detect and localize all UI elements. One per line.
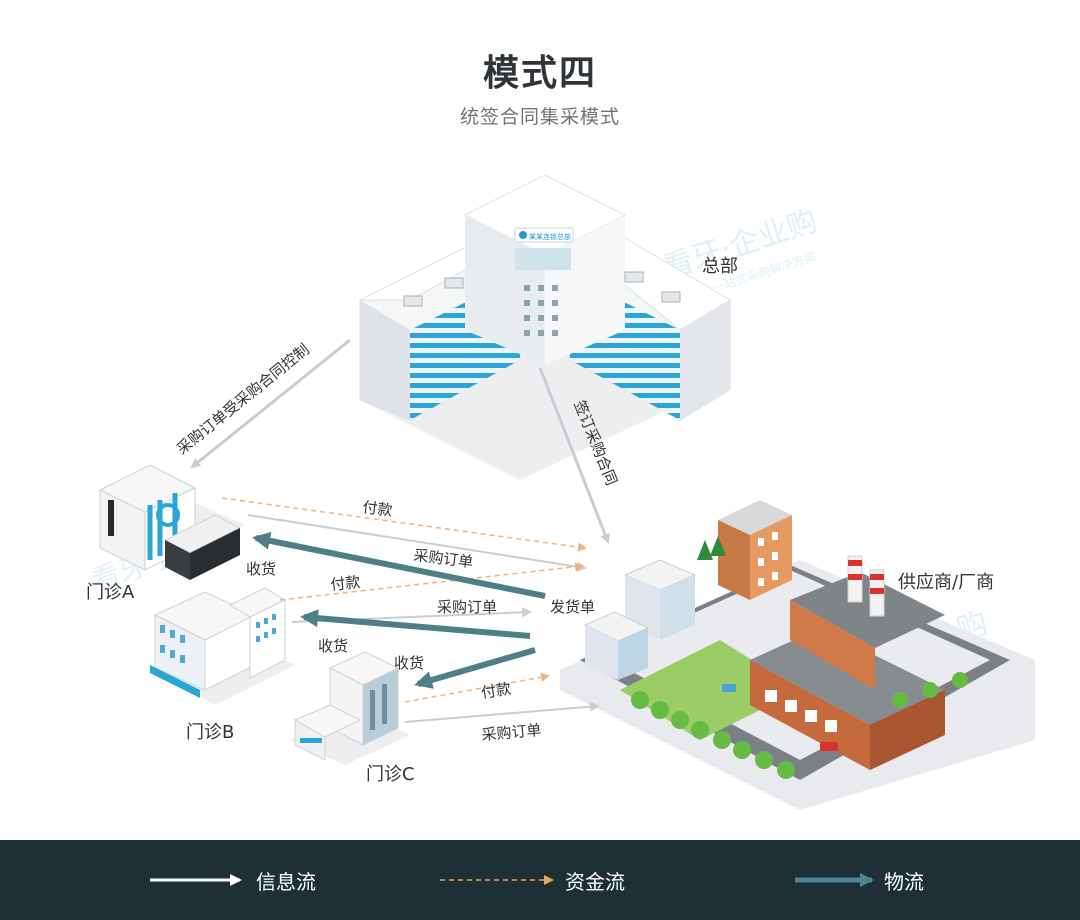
legend-money-label: 资金流 bbox=[565, 870, 625, 894]
info-arrow-hq-control bbox=[190, 338, 351, 469]
money-arrow-a-pay bbox=[221, 497, 587, 552]
clinic-b-building bbox=[150, 587, 295, 705]
supplier-complex bbox=[560, 500, 1035, 810]
b-order-label: 采购订单 bbox=[437, 598, 497, 616]
b-pay-label: 付款 bbox=[330, 573, 362, 594]
legend-goods-label: 物流 bbox=[884, 870, 924, 894]
clinic-b-label: 门诊B bbox=[186, 722, 234, 743]
c-order-label: 采购订单 bbox=[481, 721, 542, 744]
goods-arrow-to-a bbox=[252, 531, 546, 599]
money-arrow-c-pay bbox=[404, 672, 550, 703]
goods-arrow-to-b bbox=[300, 609, 531, 639]
legend-svg bbox=[150, 873, 874, 887]
c-receive-label: 收货 bbox=[394, 654, 424, 672]
c-pay-label: 付款 bbox=[480, 679, 512, 701]
hq-sign-text: 某某连锁总部 bbox=[529, 232, 571, 241]
hq-control-label: 采购订单受采购合同控制 bbox=[173, 340, 313, 458]
clinic-c-label: 门诊C bbox=[366, 764, 415, 785]
hq-building: 某某连锁总部 bbox=[359, 174, 731, 480]
hq-label: 总部 bbox=[702, 256, 738, 277]
a-pay-label: 付款 bbox=[362, 498, 394, 520]
info-arrow-hq-contract bbox=[538, 367, 610, 544]
money-arrow-b-pay bbox=[279, 562, 584, 601]
diagram-svg: 看牙·企业购 一站式采购解决方案 看牙·企业购 看牙·企业购 一站式采购解决方案 bbox=[86, 174, 1035, 810]
clinic-a-label: 门诊A bbox=[86, 582, 135, 603]
page-subtitle: 统签合同集采模式 bbox=[459, 106, 620, 128]
clinic-c-building bbox=[290, 651, 410, 765]
legend-footer: 信息流 资金流 物流 bbox=[0, 840, 1080, 920]
page-title: 模式四 bbox=[482, 53, 597, 94]
a-receive-label: 收货 bbox=[246, 560, 276, 578]
b-receive-label: 收货 bbox=[318, 637, 348, 655]
info-arrow-a-order bbox=[247, 514, 587, 572]
legend-info-label: 信息流 bbox=[256, 870, 316, 894]
info-arrow-c-order bbox=[404, 701, 600, 723]
goods-arrow-to-c bbox=[414, 647, 536, 689]
ship-label: 发货单 bbox=[550, 598, 595, 616]
flow-hq-to-clinics: 采购订单受采购合同控制 bbox=[173, 338, 351, 469]
supplier-label: 供应商/厂商 bbox=[898, 572, 994, 593]
clinic-a-building bbox=[98, 464, 245, 580]
